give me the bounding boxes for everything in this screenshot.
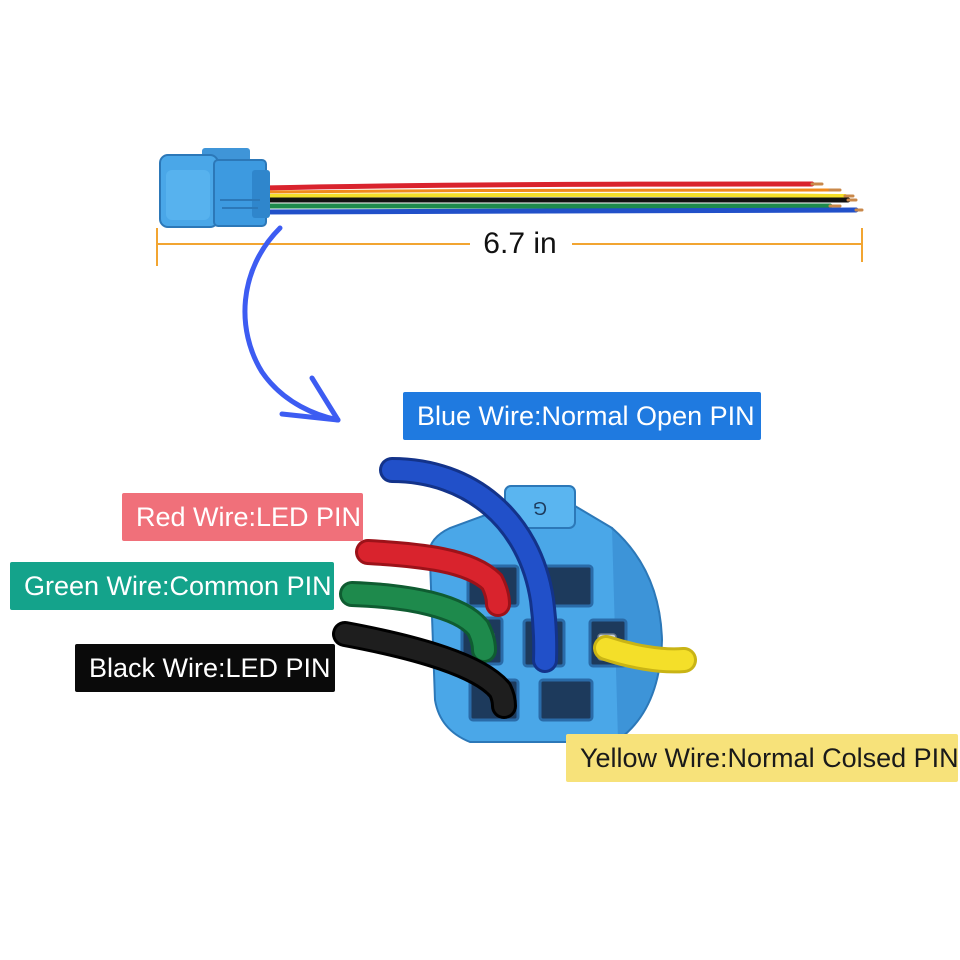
curved-arrow xyxy=(242,225,341,423)
top-wire-orange xyxy=(260,188,832,194)
wire-tips xyxy=(810,182,864,212)
dimension-line xyxy=(156,228,863,266)
black-wire-label: Black Wire:LED PIN xyxy=(75,644,335,692)
length-label: 6.7 in xyxy=(470,224,570,264)
harness-wires xyxy=(259,181,864,215)
harness-connector xyxy=(159,148,270,228)
green-wire-label: Green Wire:Common PIN xyxy=(10,562,334,610)
harness-top xyxy=(156,148,864,266)
arrowhead xyxy=(279,375,341,423)
top-wire-blue xyxy=(259,207,859,215)
blue-wire-label: Blue Wire:Normal Open PIN xyxy=(403,392,761,440)
cavity-bottom xyxy=(538,678,594,722)
connector-wires xyxy=(332,457,697,719)
connector-mark: G xyxy=(533,498,547,518)
red-wire-label: Red Wire:LED PIN xyxy=(122,493,363,541)
top-wire-red xyxy=(259,181,815,191)
top-wire-yellow xyxy=(260,192,847,198)
yellow-wire-label: Yellow Wire:Normal Colsed PIN xyxy=(566,734,959,782)
